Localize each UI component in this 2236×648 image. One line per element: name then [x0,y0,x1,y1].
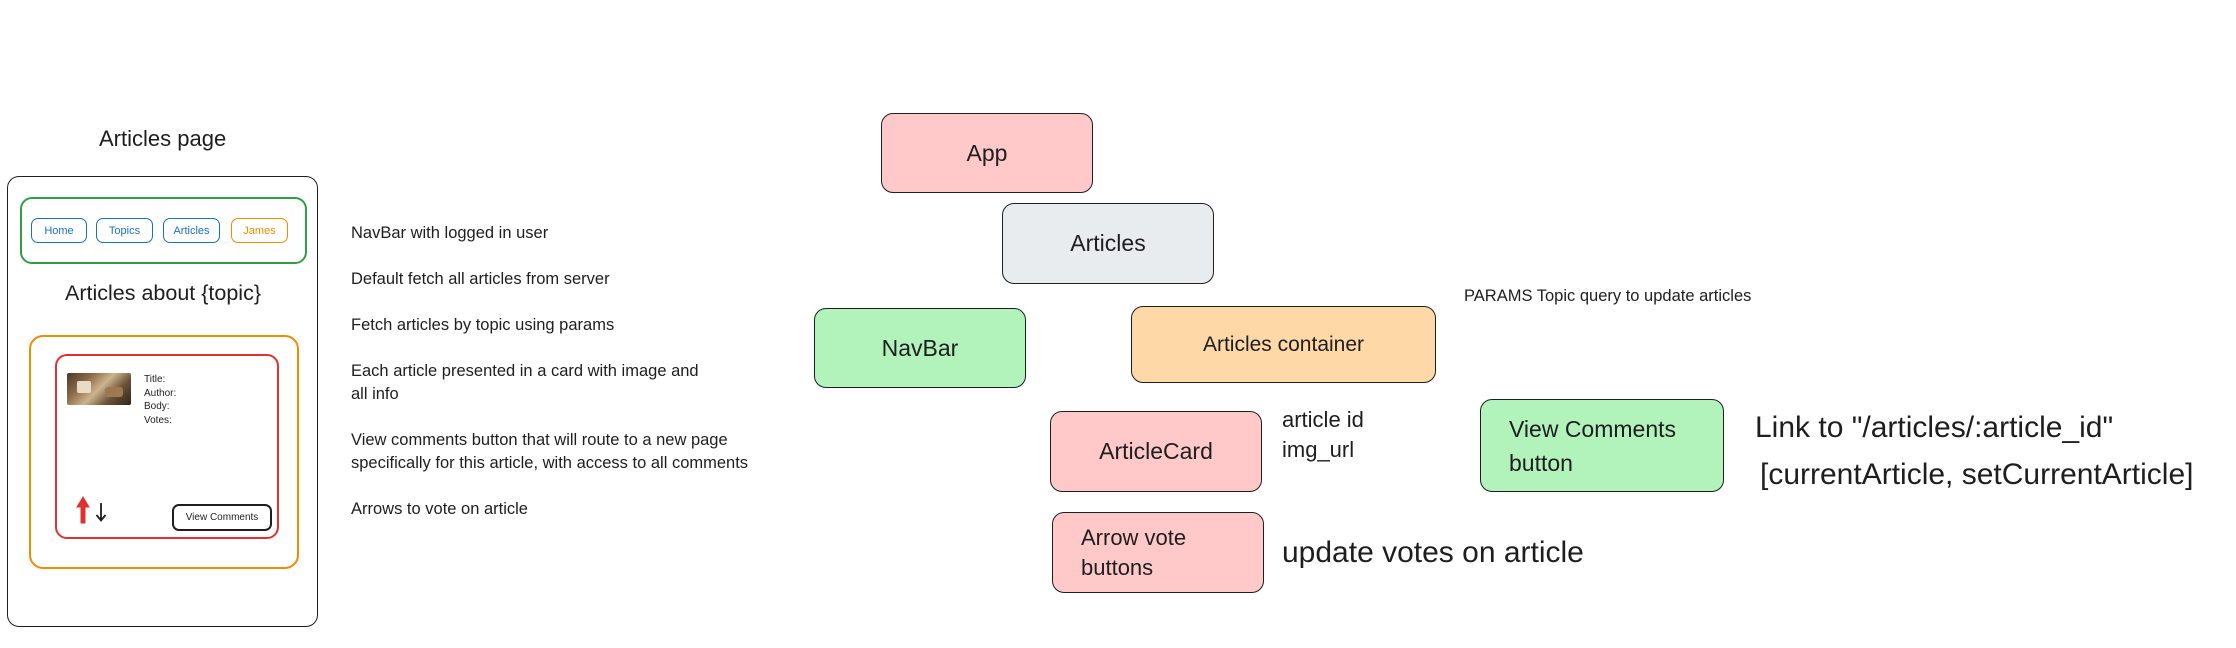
nav-pill-topics[interactable]: Topics [96,218,153,243]
component-article-card: ArticleCard [1050,411,1262,492]
annotation-navbar: NavBar with logged in user [351,224,549,242]
note-article-card-props: article id img_url [1282,407,1364,462]
annotation-topic-fetch: Fetch articles by topic using params [351,316,615,334]
component-articles: Articles [1002,203,1214,284]
view-comments-label: View Comments [185,512,259,523]
note-params: PARAMS Topic query to update articles [1464,287,1752,305]
note-link: Link to "/articles/:article_id" [1755,411,2114,444]
wireframe-title: Articles page [99,126,227,151]
component-arrow-vote-buttons: Arrow vote buttons [1052,512,1264,593]
note-state: [currentArticle, setCurrentArticle] [1760,458,2194,491]
wireframe-article-card [55,354,279,539]
wireframe-articles-container [29,335,299,569]
card-fields: Title: Author: Body: Votes: [144,373,176,427]
wireframe-navbar [20,197,307,264]
component-view-comments-button: View Comments button [1480,399,1724,492]
nav-pill-home[interactable]: Home [31,218,87,243]
card-field-title: Title: [144,374,166,385]
upvote-arrow-icon[interactable] [75,496,91,524]
annotation-article-card: Each article presented in a card with im… [351,362,699,403]
note-votes: update votes on article [1282,536,1584,569]
nav-pill-user[interactable]: James [231,218,288,243]
wireframe-heading: Articles about {topic} [65,281,262,305]
article-thumbnail [67,373,131,405]
annotation-view-comments: View comments button that will route to … [351,431,749,472]
phone-frame [7,176,318,627]
card-field-body: Body: [144,401,170,412]
card-field-author: Author: [144,387,177,399]
component-articles-container: Articles container [1131,306,1436,383]
component-navbar: NavBar [814,308,1026,388]
nav-pill-articles[interactable]: Articles [163,218,220,243]
component-app: App [881,113,1093,193]
card-field-votes: Votes: [144,414,172,426]
annotation-vote-arrows: Arrows to vote on article [351,500,528,518]
annotation-default-fetch: Default fetch all articles from server [351,270,610,288]
downvote-arrow-icon[interactable] [95,502,107,522]
view-comments-button[interactable]: View Comments [172,504,272,531]
